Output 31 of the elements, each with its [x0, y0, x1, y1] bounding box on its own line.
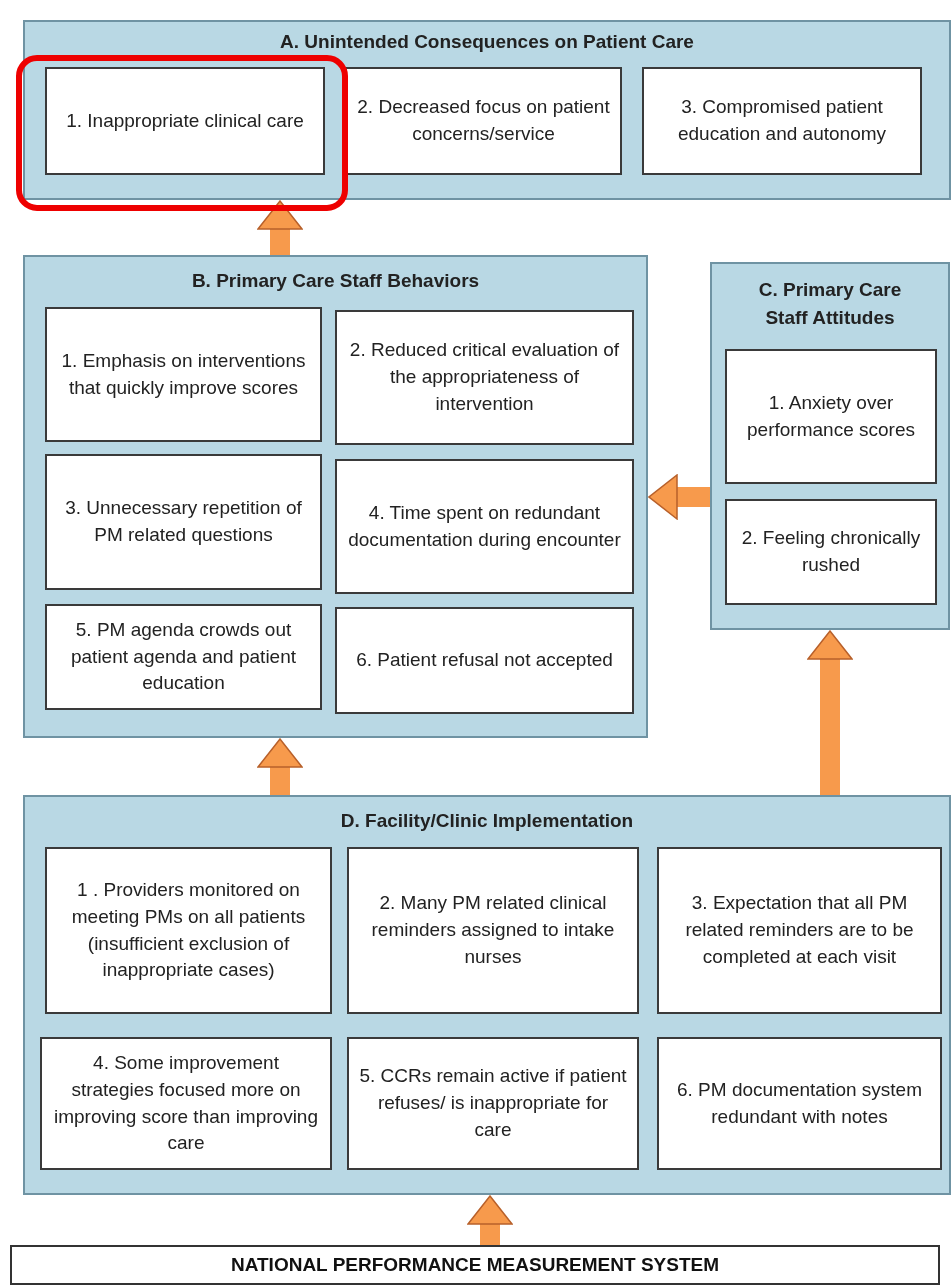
text-box: 2. Feeling chronically rushed — [725, 499, 937, 605]
text-box: 3. Compromised patient education and autonomy — [642, 67, 922, 175]
system-box: NATIONAL PERFORMANCE MEASUREMENT SYSTEM — [10, 1245, 940, 1285]
text-box: 1 . Providers monitored on meeting PMs on all patients (insufficient exclusion of inappropriate cases) — [45, 847, 332, 1014]
text-box: 1. Emphasis on interventions that quickly improve scores — [45, 307, 322, 442]
text-box: 1. Inappropriate clinical care — [45, 67, 325, 175]
block-arrow — [257, 738, 303, 795]
text-box: 3. Unnecessary repetition of PM related questions — [45, 454, 322, 590]
panel-heading: B. Primary Care Staff Behaviors — [191, 269, 480, 293]
text-box: 3. Expectation that all PM related reminders are to be completed at each visit — [657, 847, 942, 1014]
text-box: 2. Reduced critical evaluation of the appropriateness of intervention — [335, 310, 634, 445]
text-box: 5. CCRs remain active if patient refuses/ is inappropriate for care — [347, 1037, 639, 1170]
panel-heading: A. Unintended Consequences on Patient Care — [280, 30, 694, 54]
text-box: 4. Time spent on redundant documentation during encounter — [335, 459, 634, 594]
text-box: 5. PM agenda crowds out patient agenda and patient education — [45, 604, 322, 710]
block-arrow — [257, 200, 303, 255]
panel-heading: D. Facility/Clinic Implementation — [340, 809, 634, 833]
text-box: 1. Anxiety over performance scores — [725, 349, 937, 484]
text-box: 6. Patient refusal not accepted — [335, 607, 634, 714]
text-box: 2. Decreased focus on patient concerns/service — [345, 67, 622, 175]
group-panel — [23, 20, 951, 200]
block-arrow — [807, 630, 853, 795]
block-arrow — [648, 474, 710, 520]
text-box: 6. PM documentation system redundant with notes — [657, 1037, 942, 1170]
group-panel — [23, 255, 648, 738]
group-panel — [23, 795, 951, 1195]
block-arrow — [467, 1195, 513, 1245]
panel-heading: C. Primary Care Staff Attitudes — [757, 278, 903, 330]
group-panel — [710, 262, 950, 630]
text-box: 4. Some improvement strategies focused more on improving score than improving care — [40, 1037, 332, 1170]
text-box: 2. Many PM related clinical reminders assigned to intake nurses — [347, 847, 639, 1014]
